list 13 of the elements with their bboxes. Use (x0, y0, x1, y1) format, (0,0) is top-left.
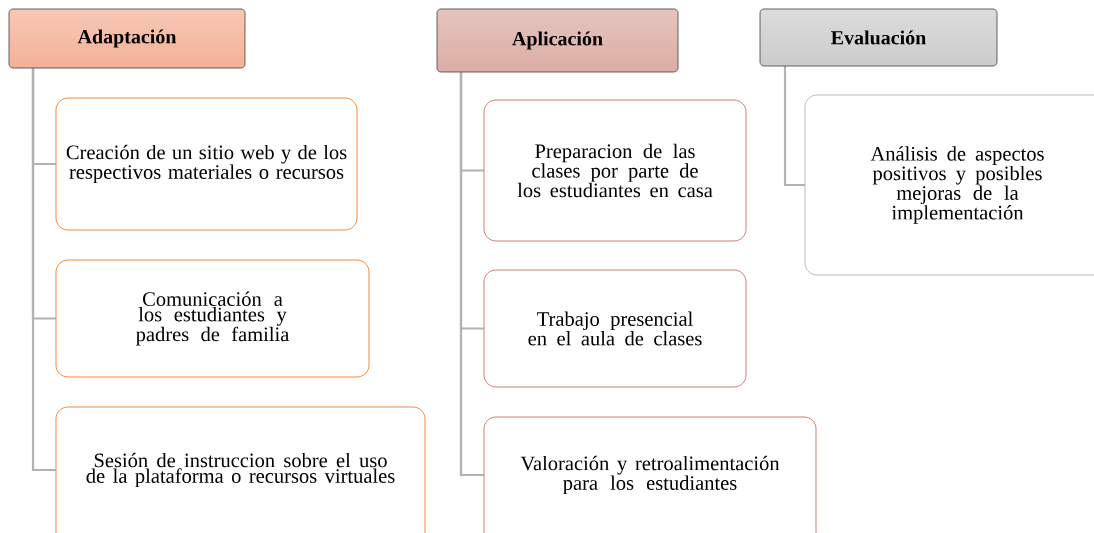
step-box: Comunicación a los estudiantes y padres de familia (55, 259, 370, 378)
step-box: Valoración y retroalimentación para los estudiantes (483, 416, 817, 533)
phase-header: Aplicación (436, 8, 679, 73)
step-box: Análisis de aspectos positivos y posibles mejoras de la implementación (804, 94, 1094, 276)
step-box: Sesión de instruccion sobre el uso de la plataforma o recursos virtuales (55, 406, 426, 533)
step-box: Preparacion de las clases por parte de los estudiantes en casa (483, 99, 747, 242)
connector-line (31, 68, 56, 472)
phase-header: Evaluación (759, 8, 998, 67)
connector-line (459, 72, 484, 477)
connector-line (783, 66, 805, 187)
step-box: Creación de un sitio web y de los respectivos materiales o recursos (55, 97, 358, 231)
phase-header: Adaptación (8, 8, 246, 69)
step-box: Trabajo presencial en el aula de clases (483, 269, 747, 388)
